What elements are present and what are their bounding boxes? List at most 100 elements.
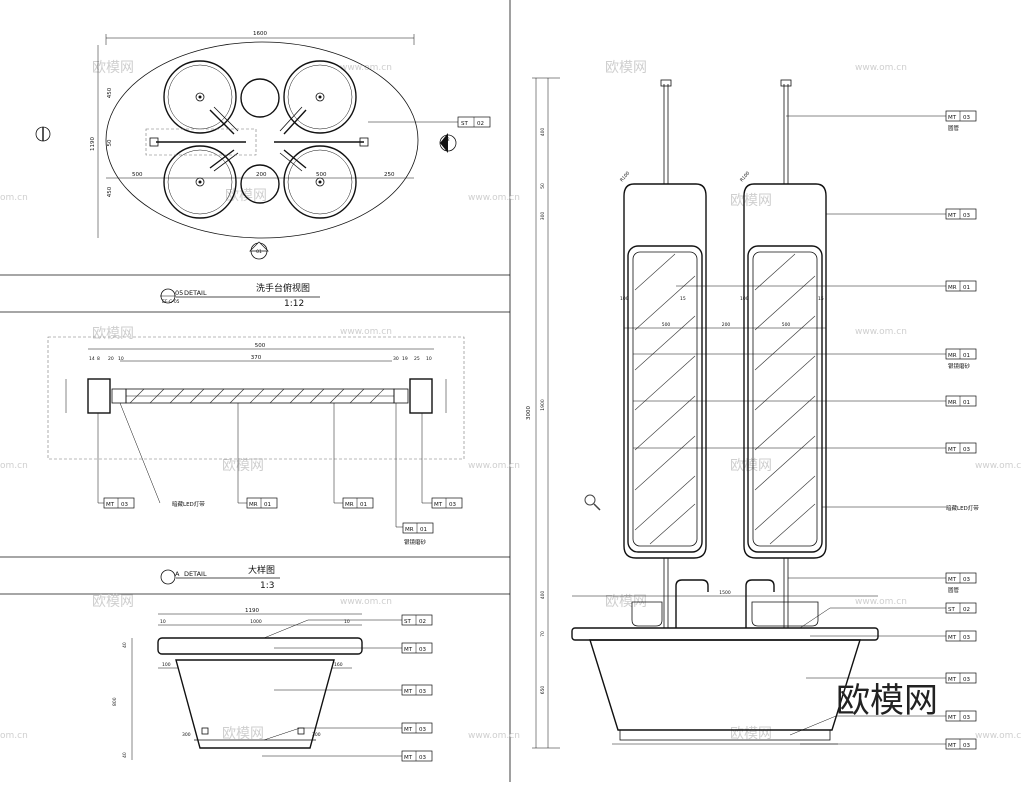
svg-text:03: 03 — [963, 115, 970, 121]
watermarks: 欧模网 www.om.cn om.cn 欧模网 www.om.cn 欧模网 ww… — [0, 60, 1022, 742]
svg-text:ST: ST — [404, 619, 411, 625]
section-marker: 01 — [249, 241, 269, 260]
svg-text:19: 19 — [402, 356, 408, 362]
svg-text:1600: 1600 — [253, 31, 267, 37]
svg-text:MT: MT — [948, 715, 957, 721]
svg-text:3000: 3000 — [526, 406, 532, 420]
svg-text:800: 800 — [112, 697, 118, 706]
svg-text:30: 30 — [393, 356, 399, 362]
svg-text:01: 01 — [420, 527, 427, 533]
mirror-frame — [743, 183, 827, 559]
svg-text:01: 01 — [360, 502, 367, 508]
svg-text:15: 15 — [680, 296, 686, 302]
svg-text:02: 02 — [419, 619, 426, 625]
svg-text:1900: 1900 — [540, 399, 546, 411]
faucet — [745, 579, 775, 628]
watermark-url: www.om.cn — [468, 193, 520, 203]
svg-text:500: 500 — [316, 172, 327, 178]
svg-text:500: 500 — [662, 322, 671, 328]
svg-text:400: 400 — [540, 591, 546, 600]
faucet — [209, 106, 307, 172]
svg-text:1190: 1190 — [245, 608, 259, 614]
svg-text:MR: MR — [948, 285, 957, 291]
faucet — [675, 579, 709, 628]
svg-text:02: 02 — [477, 121, 484, 127]
svg-text:MT: MT — [404, 755, 413, 761]
svg-text:370: 370 — [251, 355, 262, 361]
svg-text:02: 02 — [963, 607, 970, 613]
svg-text:200: 200 — [256, 172, 267, 178]
svg-text:300: 300 — [182, 732, 191, 738]
svg-text:03: 03 — [419, 755, 426, 761]
svg-text:10: 10 — [344, 619, 350, 625]
svg-text:MT: MT — [948, 213, 957, 219]
page-title: 洗手台俯视图 — [256, 282, 310, 294]
svg-text:MR: MR — [345, 502, 354, 508]
svg-text:1500: 1500 — [719, 590, 731, 596]
svg-text:圆管: 圆管 — [948, 586, 960, 594]
watermark-url: www.om.cn — [468, 731, 520, 741]
svg-text:02: 02 — [444, 137, 450, 143]
watermark-url: www.om.cn — [855, 63, 907, 73]
watermark-logo: 欧模网 — [730, 726, 772, 742]
watermark-logo: 欧模网 — [92, 60, 134, 76]
svg-text:20: 20 — [108, 356, 114, 362]
svg-text:1:3: 1:3 — [260, 581, 274, 591]
svg-text:MT: MT — [948, 115, 957, 121]
basin — [751, 601, 819, 627]
svg-text:70: 70 — [540, 631, 546, 637]
svg-text:01: 01 — [963, 353, 970, 359]
watermark-url: om.cn — [0, 461, 28, 471]
watermark-url: www.om.cn — [975, 461, 1022, 471]
svg-text:EF-C-05: EF-C-05 — [162, 299, 180, 305]
frame-profile — [87, 378, 111, 414]
svg-text:03: 03 — [449, 502, 456, 508]
watermark-url: www.om.cn — [340, 327, 392, 337]
svg-text:银镜磨砂: 银镜磨砂 — [404, 538, 427, 546]
material-tag: MT 03 圆管 — [945, 110, 977, 132]
svg-text:MT: MT — [434, 502, 443, 508]
svg-text:A: A — [175, 570, 180, 578]
magnifier-icon[interactable] — [584, 494, 601, 511]
watermark-url: www.om.cn — [975, 731, 1022, 741]
watermark-logo: 欧模网 — [605, 60, 647, 76]
svg-text:650: 650 — [540, 686, 546, 695]
svg-text:DETAIL: DETAIL — [184, 570, 207, 578]
mirror-glass — [747, 245, 823, 553]
watermark-url: om.cn — [0, 731, 28, 741]
svg-text:圆管: 圆管 — [948, 124, 960, 132]
svg-text:200: 200 — [722, 322, 731, 328]
watermark-url: www.om.cn — [468, 461, 520, 471]
svg-text:40: 40 — [122, 642, 128, 648]
svg-text:450: 450 — [107, 186, 113, 197]
svg-text:100: 100 — [620, 296, 629, 302]
svg-text:50: 50 — [107, 139, 113, 146]
mirror-frame — [623, 183, 707, 559]
svg-text:03: 03 — [963, 677, 970, 683]
elevation-view: 3000 400 50 300 1900 400 70 650 — [526, 77, 979, 750]
svg-text:MR: MR — [948, 353, 957, 359]
svg-text:03: 03 — [419, 689, 426, 695]
svg-text:MT: MT — [106, 502, 115, 508]
svg-text:160: 160 — [334, 662, 343, 668]
svg-text:01: 01 — [963, 285, 970, 291]
svg-text:14: 14 — [89, 356, 95, 362]
svg-text:250: 250 — [384, 172, 395, 178]
plan-view: 1600 1190 450 50 450 500 200 500 250 ST … — [35, 31, 491, 260]
svg-text:DETAIL: DETAIL — [184, 289, 207, 297]
svg-text:10: 10 — [426, 356, 432, 362]
svg-text:MR: MR — [948, 400, 957, 406]
svg-text:500: 500 — [782, 322, 791, 328]
svg-text:MT: MT — [404, 727, 413, 733]
watermark-url: www.om.cn — [855, 327, 907, 337]
frame-profile — [409, 378, 433, 414]
svg-text:03: 03 — [963, 635, 970, 641]
watermark-logo: 欧模网 — [222, 458, 264, 474]
